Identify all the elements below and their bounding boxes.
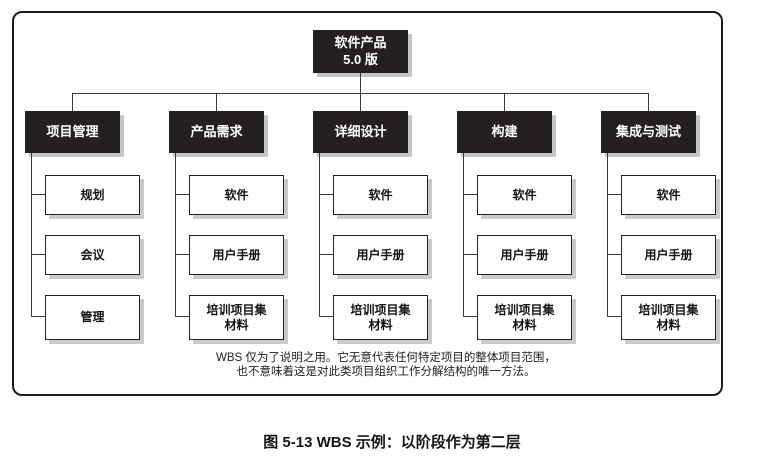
connector-col-2-row-3	[175, 316, 189, 317]
node-deliverable: 培训项目集 材料	[333, 295, 428, 340]
connector-col-2-row-2	[175, 254, 189, 255]
node-deliverable: 管理	[45, 295, 140, 340]
node-deliverable: 用户手册	[477, 235, 572, 275]
node-deliverable: 用户手册	[621, 235, 716, 275]
node-deliverable: 培训项目集 材料	[189, 295, 284, 340]
node-deliverable: 培训项目集 材料	[621, 295, 716, 340]
connector-col-4-row-1	[463, 194, 477, 195]
node-deliverable: 软件	[621, 175, 716, 215]
figure-caption: 图 5-13 WBS 示例：以阶段作为第二层	[263, 434, 521, 451]
connector-col-5-row-2	[607, 254, 621, 255]
node-deliverable: 用户手册	[333, 235, 428, 275]
connector-col-2	[175, 153, 176, 317]
connector-stub-phase-5	[648, 93, 649, 111]
connector-col-5-row-1	[607, 194, 621, 195]
connector-stub-phase-4	[504, 93, 505, 111]
node-deliverable: 软件	[189, 175, 284, 215]
connector-col-1-row-3	[31, 316, 45, 317]
node-phase-5: 集成与测试	[601, 111, 696, 153]
connector-col-4	[463, 153, 464, 317]
node-deliverable: 规划	[45, 175, 140, 215]
node-deliverable: 用户手册	[189, 235, 284, 275]
node-root: 软件产品 5.0 版	[313, 30, 408, 73]
connector-stub-phase-2	[216, 93, 217, 111]
connector-col-3-row-2	[319, 254, 333, 255]
connector-col-3-row-3	[319, 316, 333, 317]
connector-col-4-row-2	[463, 254, 477, 255]
connector-col-1	[31, 153, 32, 317]
connector-col-5-row-3	[607, 316, 621, 317]
connector-col-1-row-2	[31, 254, 45, 255]
node-phase-2: 产品需求	[169, 111, 264, 153]
connector-col-2-row-1	[175, 194, 189, 195]
node-phase-1: 项目管理	[25, 111, 120, 153]
connector-stub-phase-3	[360, 93, 361, 111]
connector-col-3-row-1	[319, 194, 333, 195]
node-phase-3: 详细设计	[313, 111, 408, 153]
node-deliverable: 培训项目集 材料	[477, 295, 572, 340]
disclaimer-note: WBS 仅为了说明之用。它无意代表任何特定项目的整体项目范围， 也不意味着这是对…	[216, 352, 556, 378]
connector-root-drop	[360, 73, 361, 93]
connector-col-1-row-1	[31, 194, 45, 195]
node-deliverable: 软件	[333, 175, 428, 215]
node-phase-4: 构建	[457, 111, 552, 153]
node-deliverable: 会议	[45, 235, 140, 275]
connector-col-3	[319, 153, 320, 317]
connector-stub-phase-1	[72, 93, 73, 111]
connector-col-5	[607, 153, 608, 317]
node-deliverable: 软件	[477, 175, 572, 215]
connector-col-4-row-3	[463, 316, 477, 317]
